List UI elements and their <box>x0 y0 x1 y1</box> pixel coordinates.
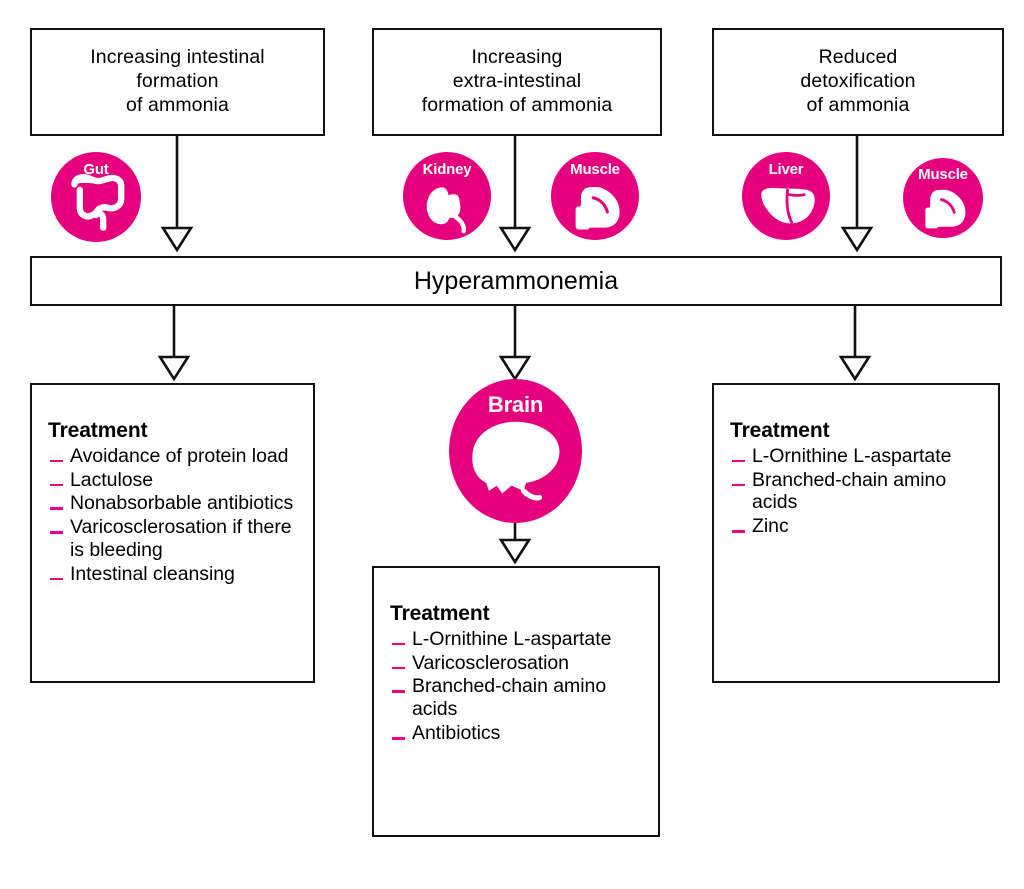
treatment-title-liver: Treatment <box>730 419 830 442</box>
organ-label-kidney: Kidney <box>422 160 472 178</box>
arrow-hyperammonemia-to-brain <box>498 306 532 382</box>
treatment-item: Zinc <box>730 515 986 538</box>
flexed-bicep-icon <box>925 189 966 229</box>
organ-label-gut: Gut <box>83 161 109 178</box>
treatment-item: L-Ornithine L-aspartate <box>390 628 646 651</box>
flexed-bicep-icon <box>575 186 620 230</box>
arrow-extraintestinal-to-hyperammonemia <box>498 136 532 253</box>
treatment-item: L-Ornithine L-aspartate <box>730 445 986 468</box>
arrow-hyperammonemia-to-gut-treatment <box>157 306 191 382</box>
hyperammonemia-bar: Hyperammonemia <box>30 256 1002 306</box>
cause-text-extra-intestinal: Increasing extra-intestinal formation of… <box>421 46 613 116</box>
treatment-title-gut: Treatment <box>48 419 148 442</box>
organ-badge-kidney: Kidney <box>403 152 491 240</box>
treatment-item: Branched-chain amino acids <box>390 675 646 721</box>
organ-badge-liver: Liver <box>742 152 830 240</box>
treatment-item: Intestinal cleansing <box>48 563 301 586</box>
organ-badge-gut: Gut <box>51 152 141 242</box>
cause-box-intestinal: Increasing intestinal formation of ammon… <box>30 28 325 136</box>
arrow-intestinal-to-hyperammonemia <box>160 136 194 253</box>
kidney-icon <box>426 187 467 234</box>
arrow-hyperammonemia-to-liver-treatment <box>838 306 872 382</box>
treatment-item: Lactulose <box>48 469 301 492</box>
treatment-item: Branched-chain amino acids <box>730 469 986 515</box>
liver-icon <box>761 187 815 224</box>
cause-text-intestinal: Increasing intestinal formation of ammon… <box>90 46 265 116</box>
hyperammonemia-label: Hyperammonemia <box>413 266 619 295</box>
cause-box-extra-intestinal: Increasing extra-intestinal formation of… <box>372 28 662 136</box>
brain-icon <box>472 421 560 501</box>
cause-text-detoxification: Reduced detoxification of ammonia <box>800 46 916 116</box>
treatment-item: Nonabsorbable antibiotics <box>48 492 301 515</box>
treatment-item: Antibiotics <box>390 722 646 745</box>
arrow-detoxification-to-hyperammonemia <box>840 136 874 253</box>
treatment-item: Avoidance of protein load <box>48 445 301 468</box>
organ-label-muscle-2: Muscle <box>918 166 968 183</box>
organ-badge-muscle-1: Muscle <box>551 152 639 240</box>
intestine-icon <box>71 174 125 231</box>
cause-box-detoxification: Reduced detoxification of ammonia <box>712 28 1004 136</box>
treatment-item: Varicosclerosation <box>390 652 646 675</box>
organ-label-muscle-1: Muscle <box>570 160 620 178</box>
arrow-brain-to-brain-treatment <box>498 523 532 565</box>
organ-badge-muscle-2: Muscle <box>903 158 983 238</box>
treatment-item: Varicosclerosation if there is bleeding <box>48 516 301 562</box>
organ-badge-brain: Brain <box>449 379 582 523</box>
treatment-title-brain: Treatment <box>390 602 490 625</box>
organ-label-liver: Liver <box>768 160 804 178</box>
organ-label-brain: Brain <box>487 391 544 417</box>
